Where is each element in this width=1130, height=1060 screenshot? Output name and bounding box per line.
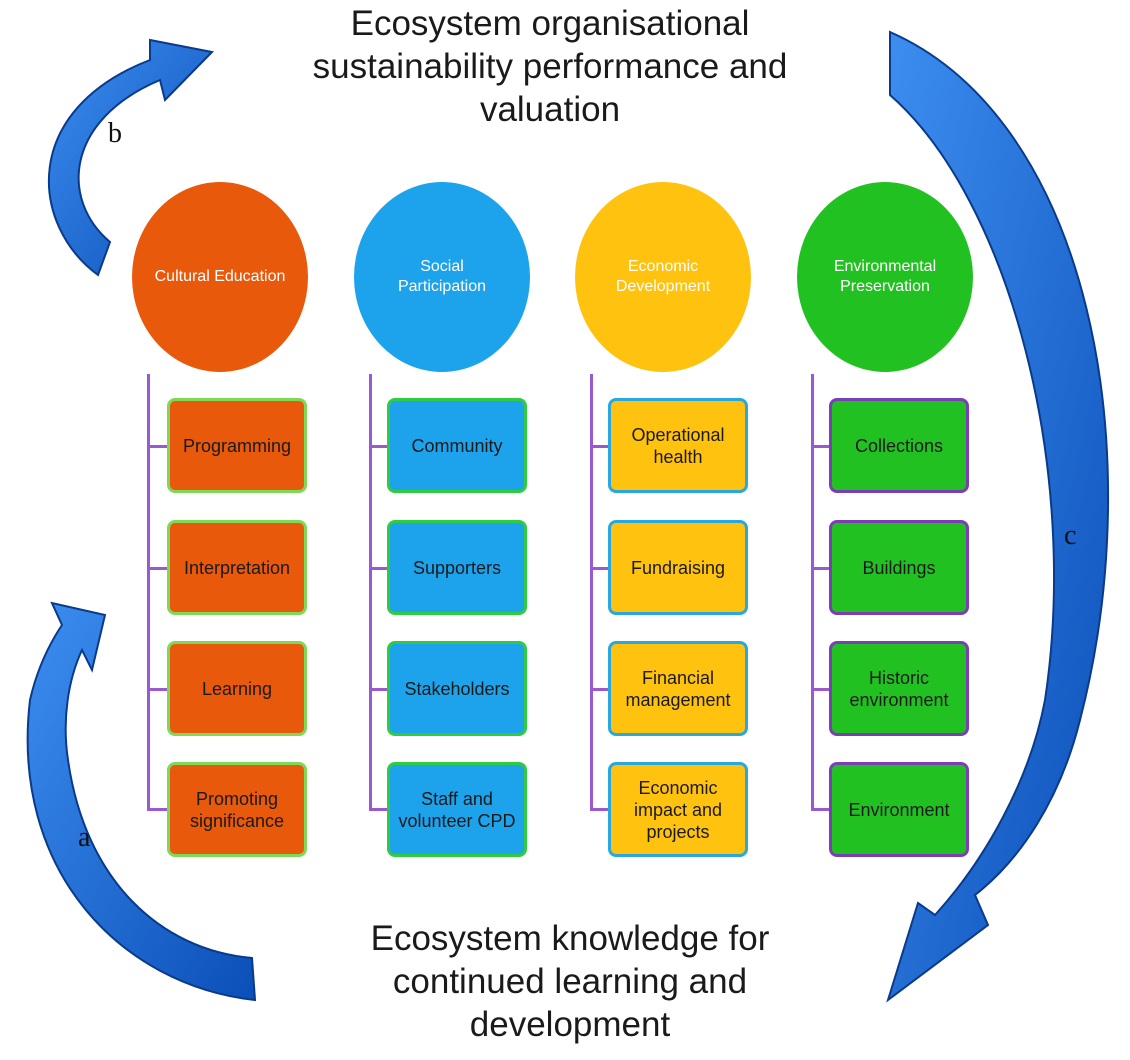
connector-vertical	[590, 374, 593, 811]
connector-horizontal	[369, 688, 389, 691]
connector-horizontal	[369, 808, 389, 811]
pillar-circle-cultural-education: Cultural Education	[132, 182, 308, 372]
arrow-b	[48, 38, 215, 277]
box-learning: Learning	[167, 641, 307, 736]
box-staff-volunteer-cpd: Staff and volunteer CPD	[387, 762, 527, 857]
box-historic-environment: Historic environment	[829, 641, 969, 736]
connector-horizontal	[590, 688, 610, 691]
top-title: Ecosystem organisational sustainability …	[312, 4, 788, 129]
connector-horizontal	[590, 445, 610, 448]
connector-horizontal	[590, 567, 610, 570]
connector-horizontal	[811, 688, 831, 691]
box-supporters: Supporters	[387, 520, 527, 615]
bottom-title: Ecosystem knowledge for continued learni…	[370, 919, 770, 1044]
box-stakeholders: Stakeholders	[387, 641, 527, 736]
connector-horizontal	[590, 808, 610, 811]
arrow-label-b: b	[108, 118, 122, 149]
connector-horizontal	[811, 808, 831, 811]
box-collections: Collections	[829, 398, 969, 493]
pillar-circle-economic-development: Economic Development	[575, 182, 751, 372]
arrow-c	[886, 30, 1110, 1003]
connector-vertical	[369, 374, 372, 811]
connector-horizontal	[147, 808, 169, 811]
connector-horizontal	[147, 567, 169, 570]
box-programming: Programming	[167, 398, 307, 493]
connector-vertical	[811, 374, 814, 811]
arrow-label-a: a	[78, 822, 91, 853]
box-financial-management: Financial management	[608, 641, 748, 736]
box-interpretation: Interpretation	[167, 520, 307, 615]
connector-horizontal	[369, 567, 389, 570]
connector-horizontal	[147, 445, 169, 448]
box-economic-impact-projects: Economic impact and projects	[608, 762, 748, 857]
box-community: Community	[387, 398, 527, 493]
box-environment: Environment	[829, 762, 969, 857]
connector-vertical	[147, 374, 150, 811]
pillar-circle-environmental-preservation: Environmental Preservation	[797, 182, 973, 372]
connector-horizontal	[811, 567, 831, 570]
connector-horizontal	[369, 445, 389, 448]
arrow-a	[26, 601, 257, 1002]
box-buildings: Buildings	[829, 520, 969, 615]
box-operational-health: Operational health	[608, 398, 748, 493]
box-promoting-significance: Promoting significance	[167, 762, 307, 857]
box-fundraising: Fundraising	[608, 520, 748, 615]
arrow-label-c: c	[1064, 520, 1077, 551]
pillar-circle-social-participation: Social Participation	[354, 182, 530, 372]
connector-horizontal	[147, 688, 169, 691]
connector-horizontal	[811, 445, 831, 448]
